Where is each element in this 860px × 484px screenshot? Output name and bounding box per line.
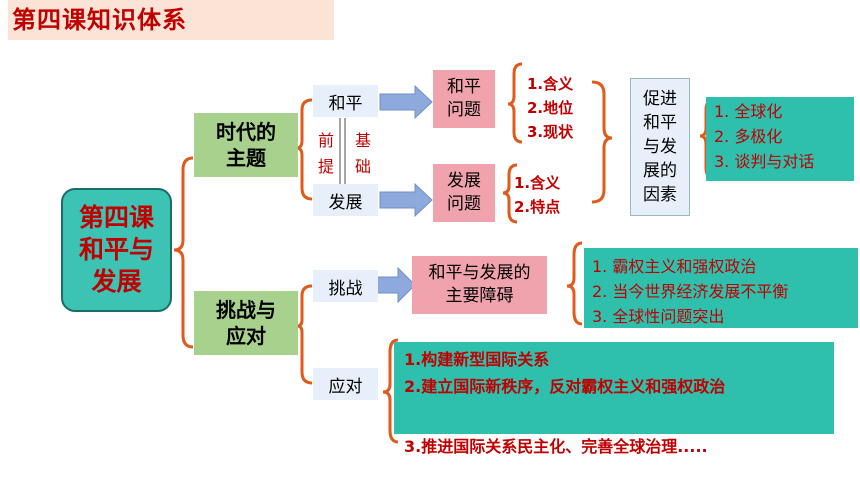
node-peace: 和平 bbox=[313, 85, 378, 117]
response-3: 3.推进国际关系民主化、完善全球治理..... bbox=[404, 437, 708, 456]
node-development: 发展 bbox=[313, 184, 378, 216]
response-1: 1.构建新型国际关系 bbox=[404, 350, 550, 369]
premise-char-1: 前 bbox=[317, 131, 334, 150]
obstacle-2: 2. 当今世界经济发展不平衡 bbox=[592, 282, 789, 301]
node-challenge: 挑战 bbox=[313, 270, 378, 302]
dev-points: 1.含义 2.特点 bbox=[514, 171, 560, 219]
peace-point-3: 3.现状 bbox=[527, 123, 574, 141]
factor-2: 2. 多极化 bbox=[714, 127, 783, 146]
label-premise: 前 提 bbox=[316, 128, 336, 180]
dev-point-1: 1.含义 bbox=[514, 174, 561, 192]
premise-char-2: 提 bbox=[317, 157, 334, 176]
peace-points: 1.含义 2.地位 3.现状 bbox=[527, 72, 573, 144]
node-response: 应对 bbox=[313, 368, 378, 400]
obstacle-1: 1. 霸权主义和强权政治 bbox=[592, 257, 757, 276]
dev-point-2: 2.特点 bbox=[514, 198, 561, 216]
peace-point-1: 1.含义 bbox=[527, 75, 574, 93]
response-2: 2.建立国际新秩序，反对霸权主义和强权政治 bbox=[404, 377, 726, 396]
factors-list: 1. 全球化 2. 多极化 3. 谈判与对话 bbox=[706, 97, 854, 181]
node-factors: 促进和平与发展的因素 bbox=[630, 78, 690, 216]
foundation-char-1: 基 bbox=[354, 131, 371, 150]
responses-panel: 1.构建新型国际关系 2.建立国际新秩序，反对霸权主义和强权政治 3.推进国际关… bbox=[394, 342, 840, 462]
node-dev-issue: 发展问题 bbox=[433, 164, 495, 222]
node-obstacle: 和平与发展的主要障碍 bbox=[412, 256, 547, 314]
obstacles-panel: 1. 霸权主义和强权政治 2. 当今世界经济发展不平衡 3. 全球性问题突出 bbox=[584, 248, 858, 346]
obstacle-3: 3. 全球性问题突出 bbox=[592, 307, 725, 326]
obstacles-list: 1. 霸权主义和强权政治 2. 当今世界经济发展不平衡 3. 全球性问题突出 bbox=[584, 248, 858, 328]
label-foundation: 基 础 bbox=[353, 128, 373, 180]
foundation-char-2: 础 bbox=[354, 157, 371, 176]
root-node: 第四课和平与发展 bbox=[61, 188, 172, 312]
branch-era-theme: 时代的主题 bbox=[194, 113, 298, 177]
responses-box: 1.构建新型国际关系 2.建立国际新秩序，反对霸权主义和强权政治 bbox=[394, 342, 834, 434]
peace-point-2: 2.地位 bbox=[527, 99, 574, 117]
factor-1: 1. 全球化 bbox=[714, 102, 783, 121]
branch-challenge-response: 挑战与应对 bbox=[194, 291, 298, 355]
factor-3: 3. 谈判与对话 bbox=[714, 152, 815, 171]
node-peace-issue: 和平问题 bbox=[433, 70, 495, 128]
page-title: 第四课知识体系 bbox=[8, 0, 334, 40]
